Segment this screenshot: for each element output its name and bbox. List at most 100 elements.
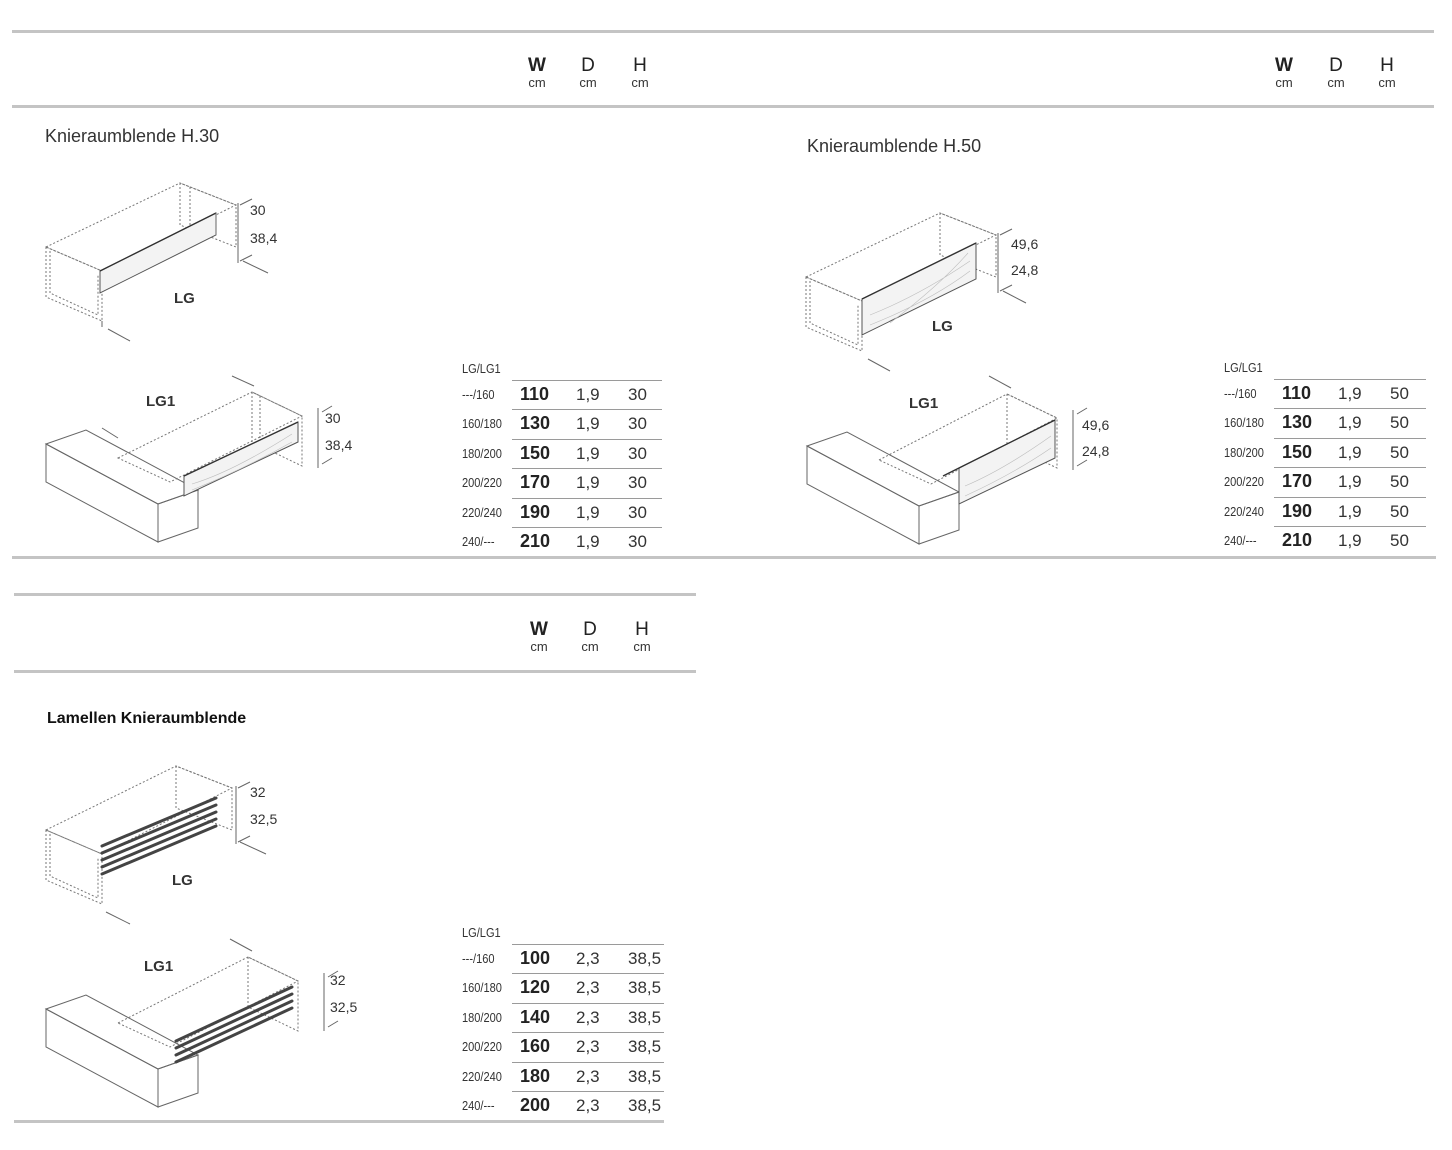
row-divider [1274,526,1426,527]
depth-value: 1,9 [1338,413,1362,433]
height-value: 50 [1390,501,1409,521]
section-1-header-rule [12,105,698,108]
table-row: 240/--- 210 1,9 30 [462,527,662,556]
row-divider [1274,496,1426,498]
column-unit: cm [633,639,651,654]
section-title: Knieraumblende H.50 [807,136,982,156]
dimension-top: 32 [250,784,266,800]
size-label: 160/180 [462,416,502,432]
height-value: 30 [628,414,647,434]
row-divider [1274,437,1426,439]
dimension-top: 30 [250,202,266,218]
column-header-depth: D cm [570,620,610,654]
figure-label-lg1: LG1 [144,958,174,975]
height-value: 50 [1390,472,1409,492]
size-label: 200/220 [1224,474,1264,490]
height-value: 38,5 [628,949,662,968]
section-2-top-rule [698,30,1434,33]
width-value: 180 [520,1065,551,1086]
column-header-height: H cm [620,56,660,90]
width-value: 210 [520,531,551,551]
size-label: 240/--- [462,534,495,549]
size-label: 180/200 [1224,444,1264,460]
dimension-bottom: 32,5 [250,811,278,827]
size-label: 200/220 [462,1039,502,1055]
width-value: 200 [520,1095,551,1115]
column-unit: cm [631,75,649,90]
width-value: 190 [1282,500,1313,521]
section-title: Knieraumblende H.30 [45,126,220,146]
height-value: 50 [1390,413,1409,433]
section-2-header-rule [698,105,1434,108]
column-header-depth: D cm [1316,56,1356,90]
column-letter: W [528,55,546,76]
sizes-header: LG/LG1 [462,925,501,940]
dimension-bottom: 38,4 [250,230,278,246]
column-letter: D [581,55,595,76]
figure-label-lg: LG [932,318,953,335]
size-label: 240/--- [462,1098,495,1113]
height-value: 30 [628,385,647,404]
height-value: 50 [1390,384,1409,403]
column-letter: H [635,619,649,640]
height-value: 38,5 [628,1037,662,1057]
figure-label-lg: LG [172,872,193,889]
column-header-height: H cm [622,620,662,654]
section-title: Lamellen Knieraumblende [47,710,247,727]
height-value: 30 [628,532,647,551]
depth-value: 1,9 [576,473,600,493]
size-label: 220/240 [1224,503,1264,519]
table-row: 240/--- 200 2,3 38,5 [462,1091,664,1120]
size-label: 180/200 [462,1009,502,1025]
column-unit: cm [530,639,548,654]
row-divider [512,438,662,440]
desk-lg-drawing [804,212,1027,372]
depth-value: 2,3 [576,1096,600,1115]
column-header-height: H cm [1367,56,1407,90]
height-value: 38,5 [628,1066,662,1086]
figure-label-lg: LG [174,290,195,307]
height-value: 30 [628,473,647,493]
row-divider [512,1091,664,1092]
width-value: 120 [520,977,551,998]
figure-label-lg1: LG1 [909,395,939,412]
section-3-top-rule [14,593,696,596]
column-header-depth: D cm [568,56,608,90]
row-divider [512,944,664,945]
height-value: 38,5 [628,1096,662,1115]
size-label: 220/240 [462,504,502,520]
dimension-bottom: 38,4 [325,437,353,453]
dimension-top: 32 [330,972,346,988]
width-value: 160 [520,1036,551,1057]
dimension-top: 49,6 [1011,236,1039,252]
height-value: 38,5 [628,1007,662,1027]
column-unit: cm [581,639,599,654]
desk-lg1-drawing [805,375,1088,545]
section-1-top-rule [12,30,698,33]
section-3-bottom-rule [14,1120,664,1123]
depth-value: 2,3 [576,1037,600,1057]
depth-value: 2,3 [576,978,600,998]
depth-value: 1,9 [576,532,600,551]
depth-value: 2,3 [576,1066,600,1086]
row-divider [512,497,662,499]
row-divider [512,1061,664,1063]
section-1-bottom-rule [12,556,698,559]
depth-value: 2,3 [576,1007,600,1027]
section-3-header-rule [14,670,696,673]
table-row: 200/220 160 2,3 38,5 [462,1032,664,1061]
desk-lg-drawing [44,182,269,342]
depth-value: 1,9 [576,414,600,434]
column-letter: H [1380,55,1394,76]
section-2-bottom-rule [698,556,1436,559]
depth-value: 1,9 [1338,531,1362,550]
row-divider [1274,379,1426,380]
